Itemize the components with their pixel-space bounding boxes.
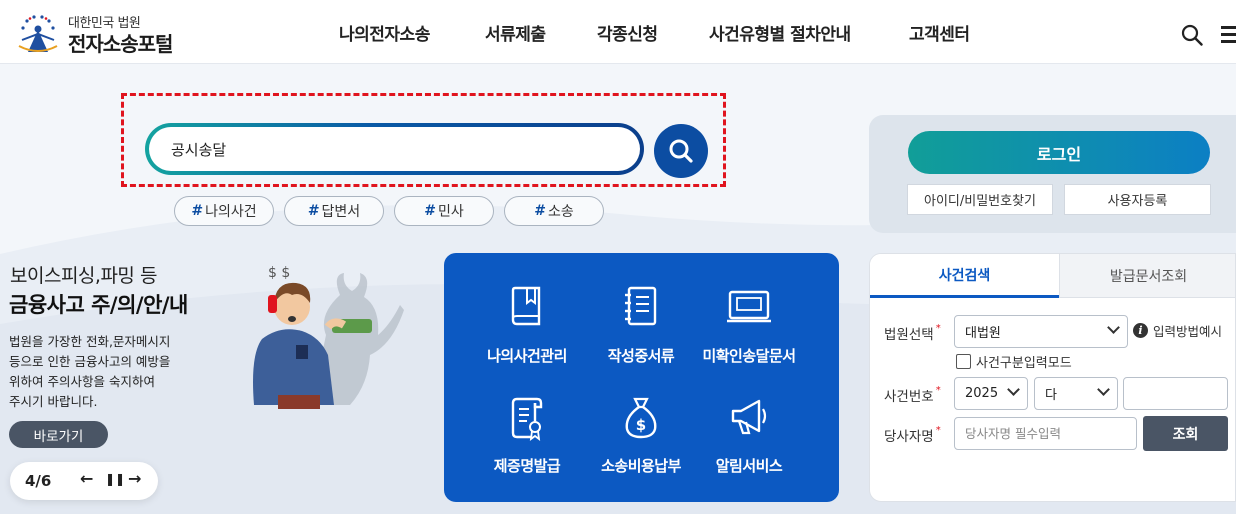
nav-document-submit[interactable]: 서류제출	[485, 25, 546, 45]
hashtag-my-case[interactable]: #나의사건	[174, 196, 274, 226]
site-header: 대한민국 법원 전자소송포털 나의전자소송 서류제출 각종신청 사건유형별 절차…	[0, 0, 1236, 64]
certificate-icon	[511, 397, 543, 441]
service-notification[interactable]: 알림서비스	[684, 395, 814, 476]
court-select[interactable]: 대법원	[954, 315, 1128, 348]
site-logo[interactable]: 대한민국 법원 전자소송포털	[14, 8, 204, 58]
promo-description: 법원을 가장한 전화,문자메시지 등으로 인한 금융사고의 예방을 위하여 주의…	[9, 334, 171, 409]
main-search-button[interactable]	[654, 124, 708, 178]
case-type-mode-toggle[interactable]: 사건구분입력모드	[956, 352, 1072, 371]
nav-customer-center[interactable]: 고객센터	[909, 25, 970, 45]
promo-title-line1: 보이스피싱,파밍 등	[10, 265, 157, 287]
promo-go-button[interactable]: 바로가기	[9, 421, 108, 448]
chevron-down-icon	[1097, 383, 1110, 396]
hashtag-civil[interactable]: #민사	[394, 196, 494, 226]
nav-applications[interactable]: 각종신청	[597, 25, 658, 45]
find-id-password-button[interactable]: 아이디/비밀번호찾기	[907, 184, 1053, 215]
service-certificate[interactable]: 제증명발급	[462, 395, 592, 476]
main-search-field[interactable]	[145, 123, 644, 175]
page-indicator: 4/6	[25, 472, 52, 490]
case-number-label: 사건번호*	[884, 385, 941, 405]
nav-my-ecourt[interactable]: 나의전자소송	[339, 25, 430, 45]
main-search-input[interactable]	[149, 127, 640, 171]
pause-icon[interactable]: ❚❚	[105, 472, 126, 486]
logo-title: 전자소송포털	[68, 32, 173, 56]
search-icon[interactable]	[1181, 24, 1203, 46]
chevron-down-icon	[1107, 321, 1120, 334]
case-type-mode-checkbox[interactable]	[956, 354, 971, 369]
hamburger-menu-icon[interactable]	[1221, 26, 1236, 44]
book-icon	[511, 286, 541, 326]
nav-procedure-guide[interactable]: 사건유형별 절차안내	[709, 25, 851, 45]
money-bag-icon: $	[625, 397, 657, 439]
party-name-field[interactable]	[955, 418, 1136, 449]
svg-text:$: $	[636, 416, 646, 434]
search-icon	[669, 139, 693, 163]
service-litigation-fee[interactable]: $ 소송비용납부	[576, 395, 706, 476]
party-name-input[interactable]	[954, 417, 1137, 450]
svg-text:$ $: $ $	[268, 265, 290, 281]
quick-services-panel: 나의사건관리 작성중서류 미확인송달문서 제증명발급	[444, 253, 839, 502]
service-unread-delivery[interactable]: 미확인송달문서	[684, 285, 814, 366]
case-query-button[interactable]: 조회	[1143, 416, 1228, 451]
service-draft-documents[interactable]: 작성중서류	[576, 285, 706, 366]
case-year-select[interactable]: 2025	[954, 377, 1028, 410]
case-type-select[interactable]: 다	[1034, 377, 1118, 410]
info-icon: i	[1133, 323, 1148, 338]
court-emblem-icon	[18, 15, 58, 52]
case-serial-input[interactable]	[1123, 377, 1228, 410]
hashtag-answer[interactable]: #답변서	[284, 196, 384, 226]
case-serial-field[interactable]	[1124, 378, 1227, 409]
chevron-down-icon	[1007, 383, 1020, 396]
search-focus-outline	[121, 93, 726, 187]
service-my-case[interactable]: 나의사건관리	[462, 285, 592, 366]
logo-subtitle: 대한민국 법원	[68, 16, 141, 31]
tab-issued-documents[interactable]: 발급문서조회	[1059, 254, 1235, 298]
tab-case-search[interactable]: 사건검색	[870, 254, 1059, 298]
arrow-right-icon[interactable]: →	[128, 469, 142, 488]
megaphone-icon	[731, 399, 767, 435]
court-label: 법원선택*	[884, 323, 941, 343]
notebook-icon	[625, 286, 657, 326]
hashtag-lawsuit[interactable]: #소송	[504, 196, 604, 226]
register-button[interactable]: 사용자등록	[1064, 184, 1211, 215]
monitor-icon	[727, 290, 771, 323]
phishing-warning-illustration: $ $	[253, 265, 404, 409]
party-name-label: 당사자명*	[884, 425, 941, 445]
login-button[interactable]: 로그인	[908, 131, 1210, 174]
promo-title-line2: 금융사고 주/의/안/내	[9, 293, 188, 317]
input-example-link[interactable]: i 입력방법예시	[1133, 321, 1222, 340]
arrow-left-icon[interactable]: ←	[80, 469, 94, 488]
promo-pager: 4/6 ← ❚❚ →	[10, 462, 158, 500]
